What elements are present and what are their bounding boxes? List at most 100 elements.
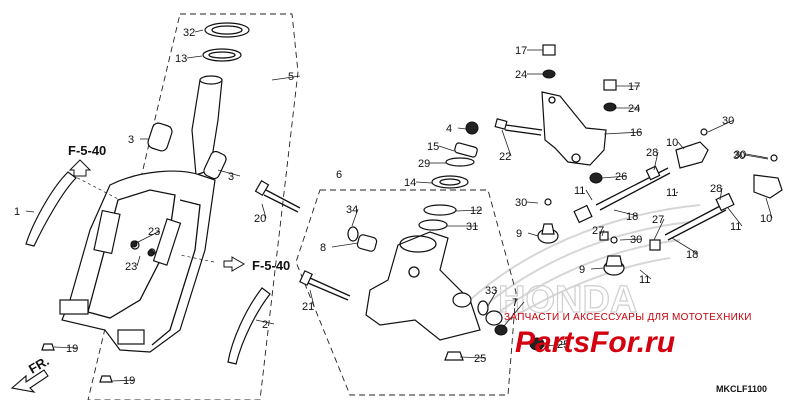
callout-22[interactable]: 22 <box>499 151 511 163</box>
callout-32[interactable]: 32 <box>183 27 195 39</box>
callout-18[interactable]: 18 <box>626 211 638 223</box>
leader-line <box>255 319 275 325</box>
assembly-box-5 <box>87 13 299 400</box>
leader-line <box>585 189 593 201</box>
leader-line <box>527 232 539 237</box>
callout-10[interactable]: 10 <box>666 137 678 149</box>
callout-9[interactable]: 9 <box>516 228 522 240</box>
leader-line <box>459 356 487 359</box>
callout-5[interactable]: 5 <box>288 71 294 83</box>
callout-30[interactable]: 30 <box>630 234 642 246</box>
section-ref-label[interactable]: F-5-40 <box>68 143 106 158</box>
leader-line <box>590 267 605 270</box>
callout-11[interactable]: 11 <box>574 185 585 197</box>
leader-line <box>25 210 35 213</box>
leader-line <box>457 127 467 130</box>
callout-7[interactable]: 7 <box>512 297 518 309</box>
callout-11[interactable]: 11 <box>730 221 741 233</box>
seal-32 <box>204 22 250 38</box>
guard-2 <box>227 287 271 365</box>
callout-19[interactable]: 19 <box>66 343 78 355</box>
leader-line <box>603 131 643 135</box>
up-arrow-icon <box>68 159 92 177</box>
front-label: FR. <box>26 353 52 376</box>
callout-6[interactable]: 6 <box>336 169 342 181</box>
callout-4[interactable]: 4 <box>446 123 452 135</box>
callout-13[interactable]: 13 <box>175 53 187 65</box>
callout-2[interactable]: 2 <box>262 319 268 331</box>
bolt-21 <box>299 270 351 301</box>
callout-15[interactable]: 15 <box>427 141 439 153</box>
leader-line <box>271 75 301 81</box>
callout-19[interactable]: 19 <box>123 375 135 387</box>
section-ref-label[interactable]: F-5-40 <box>252 258 290 273</box>
callout-11[interactable]: 11 <box>666 187 677 199</box>
callout-17[interactable]: 17 <box>628 81 640 93</box>
callout-8[interactable]: 8 <box>320 242 326 254</box>
callout-30[interactable]: 30 <box>734 149 746 161</box>
leader-line <box>543 343 570 347</box>
leader-line <box>719 187 723 201</box>
leader-line <box>526 201 539 204</box>
section-ref-up: F-5-40 <box>68 143 106 177</box>
callout-33[interactable]: 33 <box>485 285 497 297</box>
leader-line <box>765 197 773 219</box>
callout-24[interactable]: 24 <box>628 103 640 115</box>
callout-10[interactable]: 10 <box>760 213 772 225</box>
callout-21[interactable]: 21 <box>302 301 314 313</box>
leader-line <box>653 151 659 171</box>
callout-16[interactable]: 16 <box>630 127 642 139</box>
callout-25[interactable]: 25 <box>557 339 569 351</box>
callout-27[interactable]: 27 <box>592 225 604 237</box>
section-ref-right: F-5-40 <box>223 256 290 273</box>
callout-23[interactable]: 23 <box>125 261 137 273</box>
callout-3[interactable]: 3 <box>228 171 234 183</box>
bearing-33 <box>485 310 503 326</box>
callout-26[interactable]: 26 <box>615 171 627 183</box>
callout-11[interactable]: 11 <box>639 274 650 286</box>
nut-25b <box>529 337 545 351</box>
leader-line <box>331 242 359 248</box>
callout-28[interactable]: 28 <box>710 183 722 195</box>
leader-line <box>613 209 639 217</box>
callout-30[interactable]: 30 <box>722 115 734 127</box>
callout-9[interactable]: 9 <box>579 264 585 276</box>
bolt-19a <box>41 343 55 351</box>
collar-17a <box>542 44 556 56</box>
leader-line <box>217 169 241 177</box>
knuckle-housing-6 <box>365 231 481 341</box>
bushing-3a <box>147 122 173 152</box>
callout-30[interactable]: 30 <box>515 197 527 209</box>
callout-28[interactable]: 28 <box>646 147 658 159</box>
honda-wing-logo: HONDA <box>469 204 701 323</box>
callout-23[interactable]: 23 <box>148 226 160 238</box>
callout-3[interactable]: 3 <box>128 134 134 146</box>
callout-17[interactable]: 17 <box>515 45 527 57</box>
callout-31[interactable]: 31 <box>466 221 478 233</box>
guard-1 <box>25 171 77 247</box>
leader-line <box>675 191 679 194</box>
front-arrow-icon <box>10 369 49 393</box>
seal-13 <box>202 48 242 62</box>
callout-labels: 3213533120232321919634821337252541529141… <box>14 27 772 387</box>
leader-line <box>455 209 483 212</box>
leader-line <box>671 237 699 255</box>
nut-25a <box>444 351 464 361</box>
callout-29[interactable]: 29 <box>418 158 430 170</box>
callout-20[interactable]: 20 <box>254 213 266 225</box>
leader-line <box>639 269 652 280</box>
callout-18[interactable]: 18 <box>686 249 698 261</box>
leader-line <box>601 229 605 237</box>
callout-12[interactable]: 12 <box>470 205 482 217</box>
callout-34[interactable]: 34 <box>346 204 358 216</box>
callout-30[interactable]: 30 <box>733 150 745 162</box>
callout-27[interactable]: 27 <box>652 214 664 226</box>
leader-lines <box>25 29 773 382</box>
leader-line <box>111 379 136 382</box>
callout-24[interactable]: 24 <box>515 69 527 81</box>
ball-joint-9a <box>537 198 559 244</box>
callout-25[interactable]: 25 <box>474 353 486 365</box>
tie-rod-end-10a <box>675 128 709 169</box>
callout-14[interactable]: 14 <box>404 177 416 189</box>
callout-1[interactable]: 1 <box>14 206 20 218</box>
